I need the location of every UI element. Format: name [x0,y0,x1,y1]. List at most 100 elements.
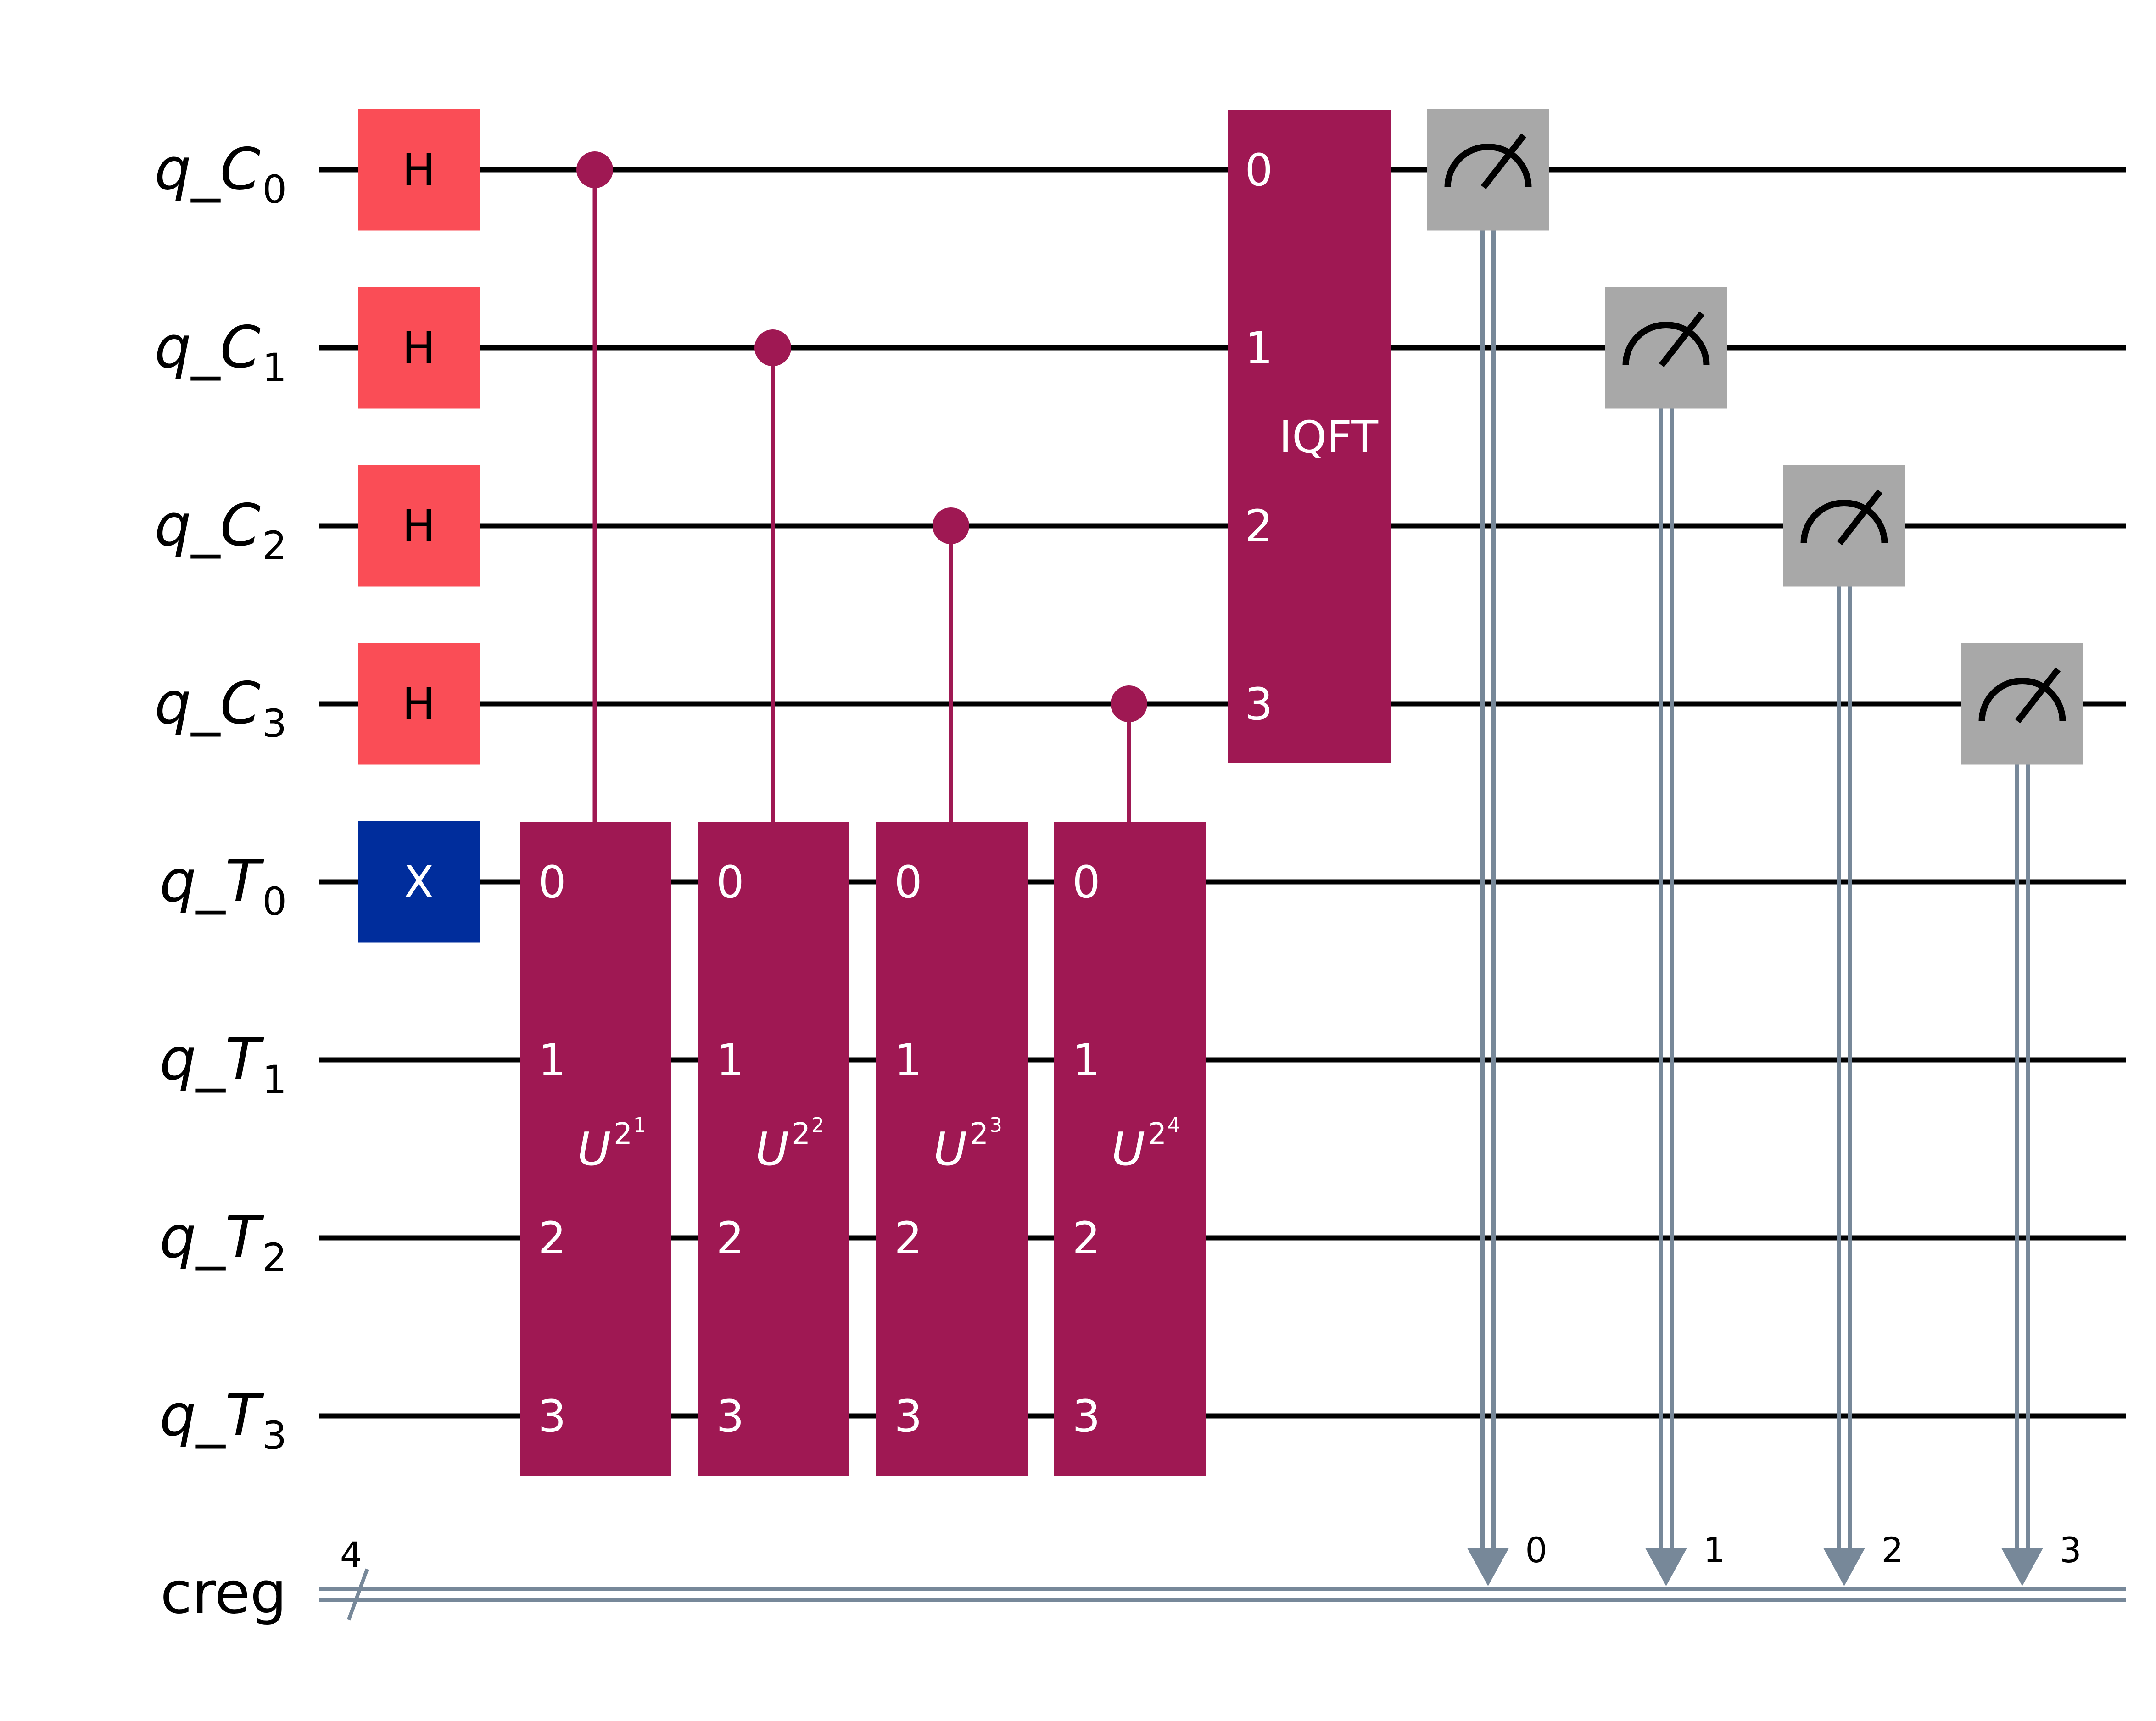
gate-h-box [358,465,480,587]
u-gate-port-label: 3 [1072,1391,1100,1442]
u-gate-port-label: 0 [1072,857,1100,908]
u-gate-port-label: 3 [716,1391,744,1442]
u-gate-sup-base: 2 [614,1117,632,1151]
control-connectors [576,151,1147,822]
measure-gate-box [1961,643,2083,765]
qubit-label-prefix: q_ [160,847,226,915]
measure-arrowhead [1645,1548,1687,1586]
u-gate-sup-exp: 3 [989,1114,1002,1137]
qubit-label-letter: T [225,1381,265,1449]
gate-h-box [358,109,480,231]
meter-needle-icon [1480,133,1527,189]
control-dot-2 [933,507,969,544]
qubit-label-index: 1 [263,1057,287,1102]
control-dot-0 [576,151,613,188]
gate-h-box [358,287,480,409]
u-gate-label-1: U22 [755,1114,824,1176]
meter-arc-icon [1800,500,1888,544]
qubit-label-prefix: q_ [160,1381,226,1449]
qubit-label-letter: C [220,491,261,559]
gate-h-label: H [402,501,435,552]
qubit-label-index: 0 [263,167,287,212]
u-gate-port-label: 2 [1072,1213,1100,1264]
clbit-index-label: 3 [2059,1530,2081,1571]
u-gate-port-label: 0 [538,857,566,908]
qubit-label-3: q_C3 [155,669,287,746]
controlled-u-gate-box-0 [520,822,671,1476]
u-gate-port-label: 2 [716,1213,744,1264]
u-gate-sup-base: 2 [792,1117,810,1151]
qubit-label-prefix: q_ [155,491,221,559]
u-gate-label-2: U23 [933,1114,1002,1176]
iqft-port-label: 1 [1245,323,1273,374]
measure-gate-box [1605,287,1727,409]
u-gate-sup-base: 2 [970,1117,989,1151]
controlled-u-gate-box-3 [1054,822,1206,1476]
qubit-label-6: q_T2 [160,1203,287,1280]
qubit-label-letter: T [225,847,265,915]
classical-register-label: creg [160,1559,287,1626]
u-gate-base: U [577,1122,611,1176]
qubit-label-index: 3 [263,1413,287,1458]
gate-h-box [358,643,480,765]
u-gate-port-label: 3 [894,1391,922,1442]
u-gate-base: U [1112,1122,1145,1176]
u-gate-port-label: 0 [894,857,922,908]
meter-arc-icon [1622,322,1710,366]
meter-needle-icon [1659,311,1705,368]
qubit-label-prefix: q_ [160,1025,226,1093]
qubit-label-prefix: q_ [155,313,221,381]
u-gate-sup-exp: 2 [811,1114,824,1137]
qubit-label-letter: T [225,1025,265,1093]
meter-needle-icon [1837,489,1883,546]
iqft-port-label: 2 [1245,501,1273,552]
qubit-label-index: 2 [263,1235,287,1280]
u-gate-label-0: U21 [577,1114,646,1176]
gate-h-label: H [402,323,435,374]
measure-arrowhead [1823,1548,1865,1586]
u-gate-sup-exp: 1 [633,1114,646,1137]
bus-size-label: 4 [340,1534,362,1575]
qubit-label-prefix: q_ [155,135,221,203]
control-dot-3 [1111,685,1147,722]
qubit-label-index: 0 [263,879,287,924]
iqft-port-label: 3 [1245,679,1273,730]
u-gate-port-label: 2 [894,1213,922,1264]
gate-h-label: H [402,679,435,730]
qubit-label-prefix: q_ [155,669,221,737]
u-gate-port-label: 1 [538,1035,566,1086]
gate-x-label: X [404,857,434,908]
measure-arrowhead [2001,1548,2043,1586]
controlled-u-gate-box-2 [876,822,1028,1476]
controlled-u-gate-box-1 [698,822,849,1476]
qubit-label-letter: C [220,313,261,381]
qubit-label-letter: C [220,135,261,203]
qubit-label-0: q_C0 [155,135,287,212]
qubit-label-prefix: q_ [160,1203,226,1271]
qubit-label-1: q_C1 [155,313,287,390]
measure-gate-box [1783,465,1905,587]
qubit-label-2: q_C2 [155,491,287,568]
qubit-label-index: 2 [263,523,287,568]
u-gate-port-label: 3 [538,1391,566,1442]
measure-arrowhead [1467,1548,1509,1586]
qubit-label-5: q_T1 [160,1025,287,1102]
meter-needle-icon [2015,667,2061,724]
u-gate-port-label: 0 [716,857,744,908]
u-gate-port-label: 1 [716,1035,744,1086]
iqft-port-label: 0 [1245,145,1273,196]
bus-slash [347,1568,369,1621]
iqft-label: IQFT [1279,412,1378,463]
clbit-index-label: 2 [1881,1530,1903,1571]
u-gate-port-label: 1 [894,1035,922,1086]
measure-gate-box [1427,109,1549,231]
qubit-label-index: 3 [263,701,287,746]
clbit-index-label: 0 [1525,1530,1547,1571]
u-gate-port-label: 1 [1072,1035,1100,1086]
gate-x-box [358,821,480,943]
u-gate-sup-base: 2 [1148,1117,1167,1151]
control-dot-1 [754,329,791,366]
qubit-label-index: 1 [263,345,287,390]
